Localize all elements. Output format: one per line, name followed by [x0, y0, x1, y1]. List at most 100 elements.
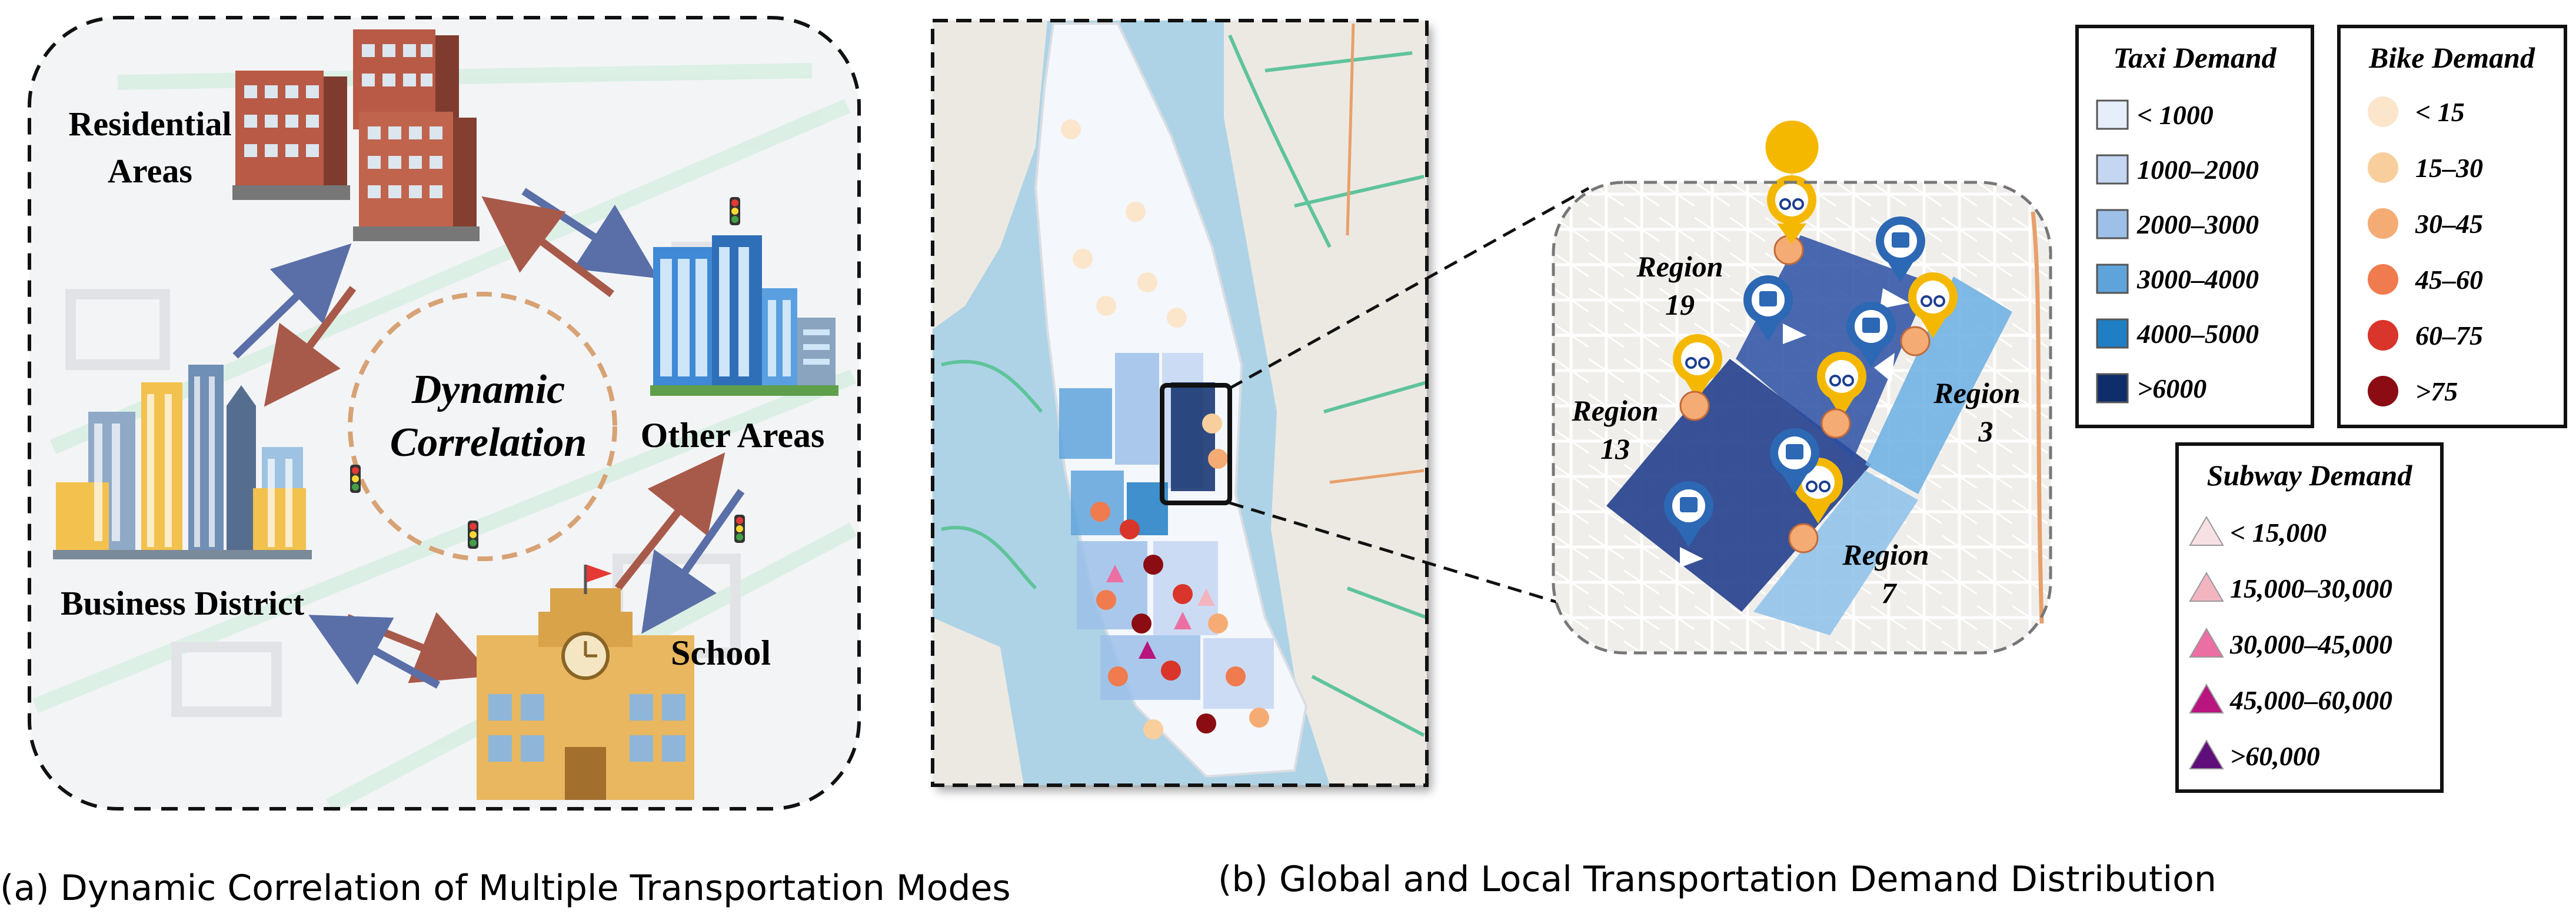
legend-bike-label: 15–30 — [2415, 153, 2483, 183]
region-label-7: Region — [1842, 538, 1929, 571]
residential-buildings-icon — [232, 29, 480, 241]
map-selection-box — [1160, 383, 1232, 505]
caption-b: (b) Global and Local Transportation Dema… — [1218, 859, 2216, 900]
legend-subway-label: 45,000–60,000 — [2229, 685, 2392, 715]
map-land-east — [1224, 21, 1427, 785]
map-secondary-roads — [1329, 23, 1425, 484]
legend-taxi-title: Taxi Demand — [2113, 41, 2277, 74]
dynamic-correlation-circle — [348, 292, 617, 561]
region-3-polygon — [1865, 276, 2012, 494]
legend-taxi-label: < 1000 — [2137, 100, 2214, 130]
legend-taxi-swatch — [2096, 318, 2129, 349]
legend-taxi-swatch — [2096, 99, 2129, 130]
legend-taxi: Taxi Demand < 1000 1000–2000 2000–3000 3000… — [2075, 25, 2314, 428]
zoom-connector-bottom — [1229, 501, 1589, 613]
traffic-light-icon — [350, 197, 745, 549]
other-areas-icon — [650, 235, 838, 396]
bus-pin-icon — [1664, 481, 1713, 568]
panel-a-buildings-faint — [65, 242, 758, 717]
legend-bike-label: 60–75 — [2415, 321, 2483, 351]
node-label-residential-line2: Areas — [108, 152, 192, 190]
legend-taxi-label: >6000 — [2137, 374, 2206, 404]
arrow-residential-to-business — [264, 286, 357, 407]
arrow-other-to-residential — [481, 196, 614, 298]
legend-bike-title: Bike Demand — [2368, 41, 2535, 74]
bike-pin-icon — [1673, 334, 1722, 421]
legend-bike-swatch — [2368, 96, 2398, 127]
node-label-other-areas: Other Areas — [641, 416, 825, 455]
bike-pin-icon — [1788, 458, 1843, 553]
bus-pin-icon — [1876, 216, 1925, 309]
bike-pin-icon — [1765, 121, 1819, 265]
arrow-school-to-business — [308, 615, 441, 689]
legend-taxi-label: 2000–3000 — [2136, 209, 2259, 239]
panel-a-border — [28, 16, 861, 811]
map-subway-markers — [1106, 565, 1215, 659]
legend-bike-label: < 15 — [2415, 97, 2465, 127]
legend-bike-swatch — [2368, 320, 2398, 351]
legend-subway-title: Subway Demand — [2207, 459, 2413, 492]
arrow-business-to-residential — [232, 243, 352, 359]
legend-subway-swatch — [2189, 516, 2224, 546]
map-taxi-zones — [1059, 353, 1274, 709]
legend-taxi-label: 3000–4000 — [2136, 264, 2259, 294]
legend-subway-swatch — [2189, 683, 2224, 713]
panel-a: Residential Areas Dynamic Correlation Ot… — [0, 16, 1011, 909]
center-label-dynamic: Dynamic — [411, 367, 565, 412]
region-label-19: Region — [1636, 250, 1723, 283]
legend-subway-swatch — [2189, 572, 2224, 602]
node-label-business-district: Business District — [61, 584, 305, 622]
bus-pin-icon — [1770, 428, 1819, 494]
legend-taxi-label: 4000–5000 — [2136, 319, 2259, 349]
bike-pin-icon — [1900, 272, 1958, 356]
legend-taxi-swatch — [2096, 154, 2129, 185]
legend-subway-label: < 15,000 — [2230, 518, 2327, 548]
legend-bike-swatch — [2368, 264, 2398, 295]
region-label-19-number: 19 — [1665, 288, 1695, 321]
bike-pin-icon — [1817, 352, 1866, 439]
legend-taxi-swatch — [2096, 373, 2129, 404]
node-label-residential: Residential — [68, 105, 231, 143]
bus-pin-icon — [1846, 302, 1896, 382]
map-border — [931, 19, 1429, 787]
legend-subway-swatch — [2189, 739, 2224, 769]
region-label-13: Region — [1571, 394, 1658, 427]
region-label-3-number: 3 — [1978, 415, 1993, 448]
map-land-southwest — [933, 618, 1024, 785]
zoom-inset: Region 19 Region 13 Region 3 Region 7 — [1552, 121, 2052, 655]
map-bike-dots — [1061, 119, 1269, 739]
map-land-west — [933, 21, 1047, 329]
center-label-correlation: Correlation — [390, 420, 587, 465]
legend-subway-swatch — [2189, 628, 2224, 658]
zoom-connector-top — [1229, 186, 1590, 390]
legend-subway-label: 15,000–30,000 — [2230, 573, 2392, 603]
correlation-arrows — [232, 188, 745, 689]
legend-taxi-swatch — [2096, 209, 2129, 239]
legend-bike-label: 30–45 — [2415, 209, 2483, 239]
legend-bike: Bike Demand < 15 15–30 30–45 45–60 60–75 >75 — [2337, 25, 2567, 428]
legend-subway-label: >60,000 — [2230, 741, 2320, 771]
legend-bike-label: >75 — [2415, 376, 2458, 406]
legend-taxi-label: 1000–2000 — [2137, 155, 2259, 185]
caption-a: (a) Dynamic Correlation of Multiple Tran… — [0, 868, 1011, 909]
legend-subway-label: 30,000–45,000 — [2229, 629, 2392, 659]
school-icon — [477, 565, 694, 800]
arrow-school-to-other — [614, 452, 725, 591]
zoom-inset-border — [1552, 181, 2052, 655]
legend-bike-swatch — [2368, 152, 2398, 183]
bus-pin-icon — [1743, 275, 1806, 344]
legend-bike-label: 45–60 — [2415, 265, 2483, 295]
legend-bike-swatch — [2368, 376, 2398, 406]
region-13-polygon — [1606, 359, 1871, 612]
arrow-other-to-school — [641, 489, 745, 634]
node-label-school: School — [671, 633, 771, 672]
region-label-3: Region — [1933, 376, 2020, 409]
map-roads — [941, 34, 1428, 737]
region-7-polygon — [1753, 471, 1918, 635]
panel-b-map — [931, 19, 1429, 787]
region-label-7-number: 7 — [1882, 576, 1898, 609]
legend-bike-swatch — [2368, 208, 2398, 239]
region-label-13-number: 13 — [1600, 432, 1630, 465]
legend-taxi-swatch — [2096, 264, 2129, 294]
